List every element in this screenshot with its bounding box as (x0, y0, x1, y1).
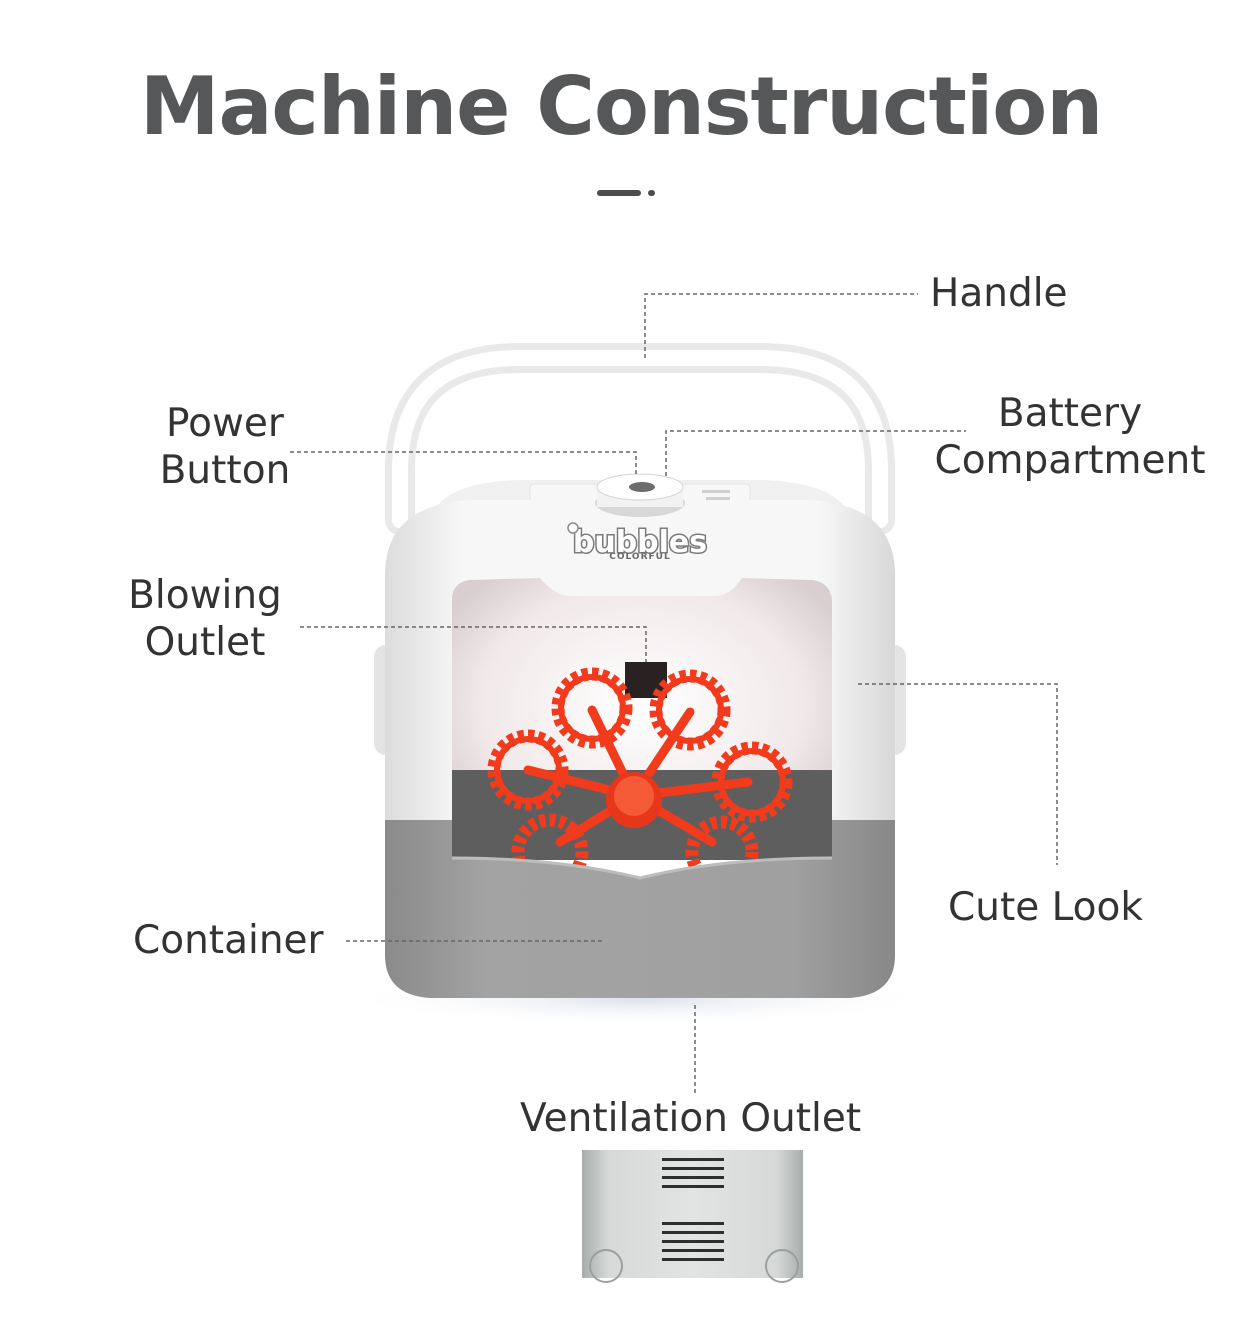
label-blowing-outlet: Blowing Outlet (120, 572, 290, 666)
logo-subtext: COLORFUL (609, 552, 670, 562)
label-battery-line2: Compartment (934, 438, 1206, 483)
label-blowing-line2: Outlet (144, 620, 266, 665)
label-ventilation-outlet: Ventilation Outlet (520, 1096, 862, 1141)
label-cute-look: Cute Look (948, 885, 1143, 930)
logo-text: bubbles (573, 525, 707, 560)
ventilation-inset-image (582, 1150, 803, 1283)
title-divider-dot (648, 190, 655, 196)
label-power-line2: Button (159, 448, 291, 493)
page-title: Machine Construction (139, 60, 1103, 153)
label-power-line1: Power (166, 401, 284, 446)
title-divider (597, 190, 641, 196)
label-power-button: Power Button (150, 400, 300, 494)
label-blowing-line1: Blowing (128, 573, 282, 618)
container-base (385, 820, 895, 998)
label-container: Container (133, 918, 324, 963)
label-battery-compartment: Battery Compartment (930, 390, 1210, 484)
leader-lines (290, 293, 1058, 1095)
label-battery-line1: Battery (997, 391, 1143, 436)
label-handle: Handle (930, 271, 1068, 316)
